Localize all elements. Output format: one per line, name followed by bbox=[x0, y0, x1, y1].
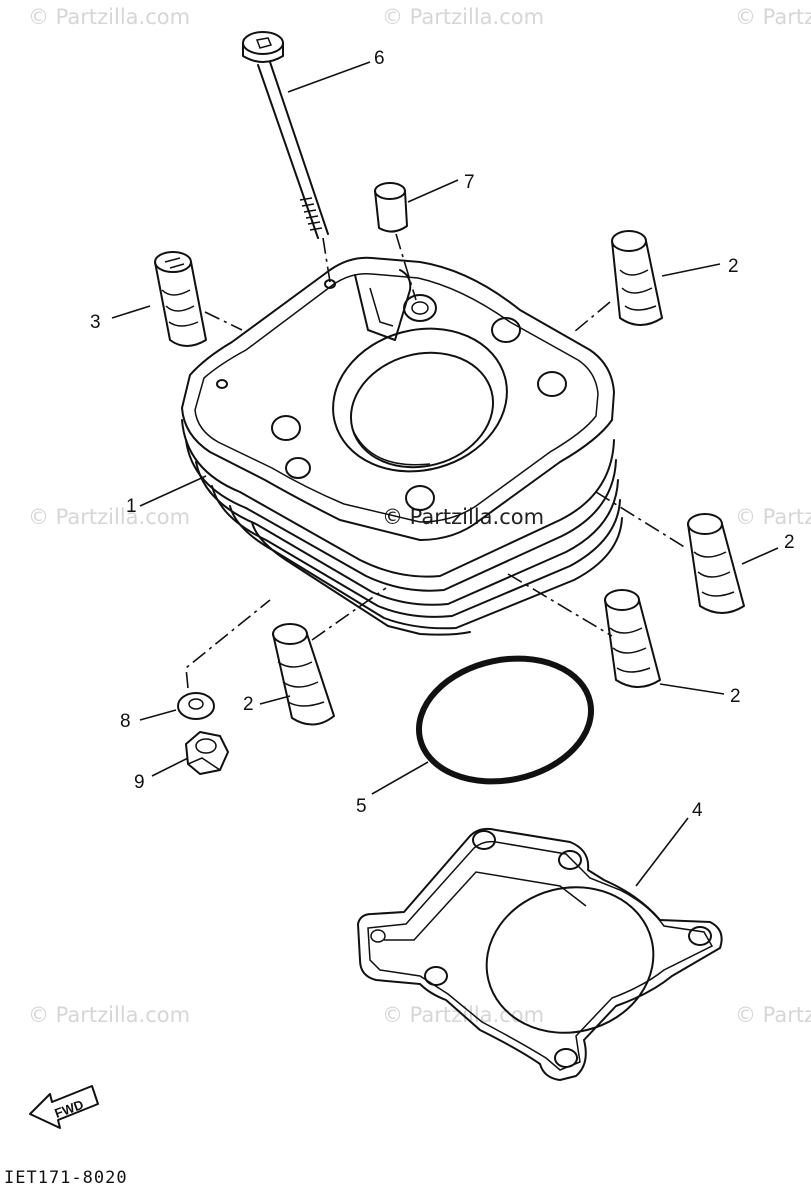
nut-part-9[interactable] bbox=[185, 731, 229, 775]
leader-line bbox=[139, 475, 207, 507]
watermark: © Partz bbox=[735, 505, 811, 529]
center-line bbox=[204, 311, 243, 331]
watermark: © Partz bbox=[735, 5, 811, 29]
leader-line bbox=[139, 709, 177, 721]
callout-5[interactable]: 5 bbox=[356, 796, 367, 817]
callout-4[interactable]: 4 bbox=[692, 800, 703, 821]
callout-2[interactable]: 2 bbox=[784, 532, 795, 553]
forward-arrow-icon: FWD bbox=[29, 1085, 99, 1129]
stud-bolt-part-6[interactable] bbox=[242, 31, 329, 239]
center-line bbox=[322, 237, 331, 283]
callout-1[interactable]: 1 bbox=[126, 496, 137, 517]
center-line bbox=[595, 491, 687, 549]
center-line bbox=[395, 233, 417, 301]
knock-pin-part-2[interactable] bbox=[604, 589, 661, 688]
center-line bbox=[185, 599, 271, 689]
dowel-pin-part-7[interactable] bbox=[374, 182, 408, 233]
center-line bbox=[507, 573, 613, 637]
callout-7[interactable]: 7 bbox=[464, 172, 475, 193]
leader-line bbox=[151, 757, 189, 777]
watermark: © Partz bbox=[735, 1003, 811, 1027]
cylinder-part-1[interactable] bbox=[181, 256, 623, 636]
diagram-code: IET171-8020 bbox=[4, 1168, 128, 1188]
callout-2[interactable]: 2 bbox=[730, 686, 741, 707]
leader-line bbox=[659, 683, 725, 695]
callout-9[interactable]: 9 bbox=[134, 772, 145, 793]
watermark-center: © Partzilla.com bbox=[382, 505, 544, 529]
center-line bbox=[573, 301, 611, 333]
knock-pin-part-2[interactable] bbox=[687, 513, 745, 614]
watermark: © Partzilla.com bbox=[382, 5, 544, 29]
leader-line bbox=[371, 761, 429, 795]
cylinder-gasket-part-4[interactable] bbox=[357, 827, 723, 1081]
watermark: © Partzilla.com bbox=[28, 1003, 190, 1027]
leader-line bbox=[661, 263, 721, 277]
leader-line bbox=[635, 817, 689, 887]
knock-pin-part-3[interactable] bbox=[154, 251, 207, 347]
leader-line bbox=[111, 305, 151, 319]
leader-line bbox=[741, 547, 779, 565]
knock-pin-part-2[interactable] bbox=[611, 230, 663, 326]
watermark: © Partzilla.com bbox=[28, 505, 190, 529]
callout-3[interactable]: 3 bbox=[90, 312, 101, 333]
center-line bbox=[311, 587, 387, 641]
callout-6[interactable]: 6 bbox=[374, 48, 385, 69]
washer-part-8[interactable] bbox=[177, 692, 215, 720]
watermark: © Partzilla.com bbox=[28, 5, 190, 29]
callout-8[interactable]: 8 bbox=[120, 711, 131, 732]
callout-2[interactable]: 2 bbox=[243, 694, 254, 715]
knock-pin-part-2[interactable] bbox=[272, 623, 335, 726]
callout-2[interactable]: 2 bbox=[728, 256, 739, 277]
leader-line bbox=[287, 61, 371, 93]
leader-line bbox=[259, 695, 291, 705]
o-ring-part-5[interactable] bbox=[407, 643, 602, 797]
leader-line bbox=[407, 179, 459, 203]
